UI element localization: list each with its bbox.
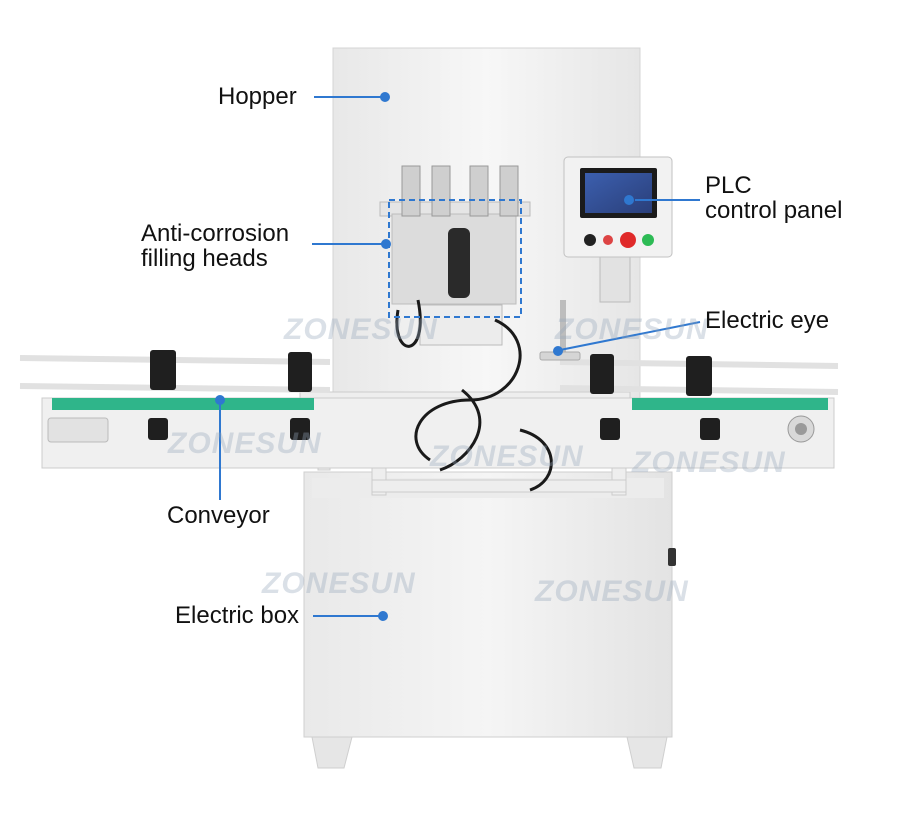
plc-label-line2: control panel: [705, 197, 843, 224]
conveyor-label: Conveyor: [167, 503, 270, 528]
filling-heads-label-line2: filling heads: [141, 245, 268, 272]
plc-label: PLC control panel: [705, 173, 842, 223]
conveyor-belt: [41, 397, 835, 469]
leader-lines: [215, 92, 701, 621]
filling-heads-label: Anti-corrosion filling heads: [141, 221, 289, 271]
plc-control-box: [563, 156, 673, 303]
watermark-7: ZONESUN: [535, 575, 689, 608]
plc-label-line1: PLC: [705, 172, 752, 199]
watermark-3: ZONESUN: [168, 427, 322, 460]
rail-clamps: [148, 350, 720, 440]
watermark-1: ZONESUN: [284, 313, 438, 346]
electric-box: [303, 471, 676, 769]
electric-eye-label-text: Electric eye: [705, 307, 830, 334]
electric-eye-label: Electric eye: [705, 308, 829, 333]
watermark-5: ZONESUN: [632, 446, 786, 479]
filling-heads-highlight: [388, 199, 522, 318]
watermark-2: ZONESUN: [555, 313, 709, 346]
filling-heads-assembly: [379, 165, 531, 346]
watermark-6: ZONESUN: [262, 567, 416, 600]
conveyor-label-text: Conveyor: [167, 502, 270, 529]
filling-heads-label-line1: Anti-corrosion: [141, 220, 290, 247]
hopper-label: Hopper: [218, 84, 297, 109]
cables: [395, 299, 553, 492]
watermark-4: ZONESUN: [430, 440, 584, 473]
hopper-label-text: Hopper: [218, 83, 297, 110]
electric-box-label-text: Electric box: [175, 602, 300, 629]
electric-box-label: Electric box: [175, 603, 299, 628]
